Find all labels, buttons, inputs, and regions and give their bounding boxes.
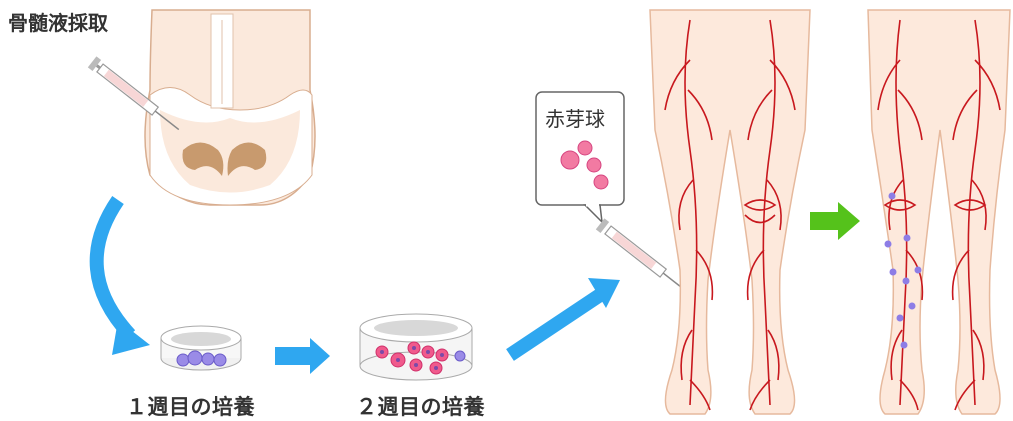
culture-dish-week1: [161, 326, 241, 370]
green-arrow-icon: [810, 202, 860, 240]
diagonal-arrow-icon: [510, 278, 620, 355]
week2-culture-label: ２週目の培養: [356, 391, 485, 421]
pelvis-illustration: [145, 10, 315, 205]
legs-before: [650, 10, 810, 414]
bone-marrow-collection-label: 骨髄液採取: [8, 7, 108, 36]
curved-arrow-icon: [97, 200, 150, 355]
erythroblast-label: 赤芽球: [545, 103, 605, 132]
culture-dish-week2: [360, 314, 472, 380]
arrow-right-icon: [275, 338, 330, 374]
week1-culture-label: １週目の培養: [126, 391, 255, 421]
legs-after: [868, 10, 1010, 414]
